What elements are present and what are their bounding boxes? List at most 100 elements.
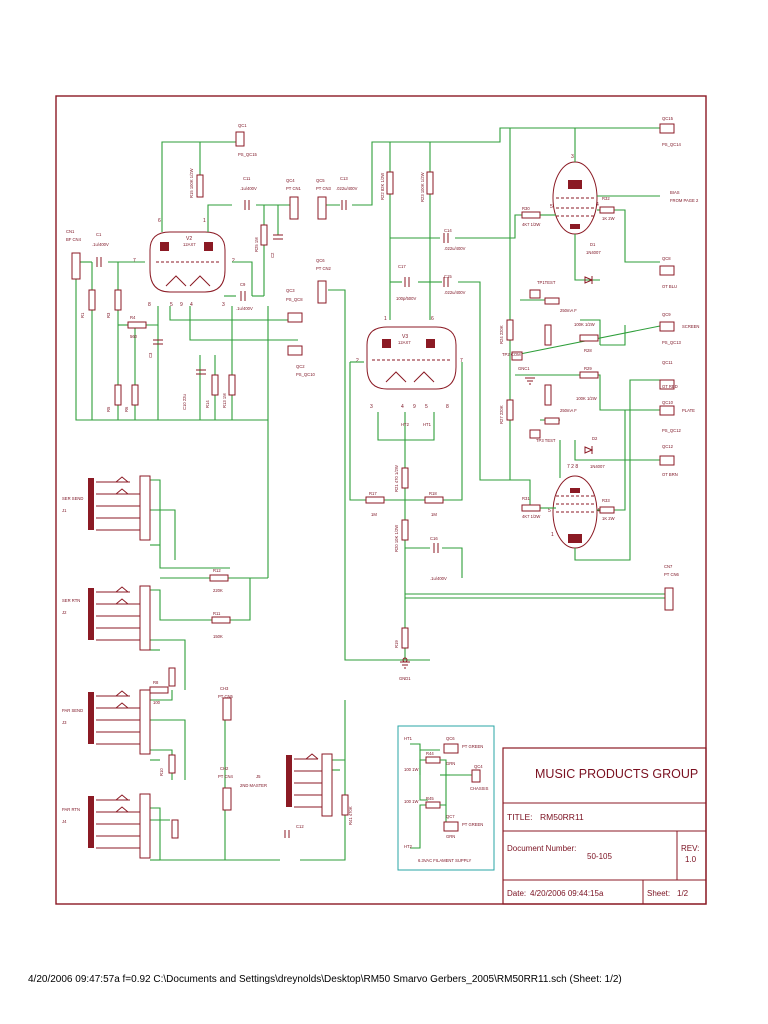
- svg-text:3: 3: [571, 154, 574, 160]
- svg-text:9: 9: [413, 404, 416, 410]
- label-d1: D1: [590, 242, 596, 247]
- svg-text:6: 6: [431, 316, 434, 322]
- label-gnc1: GNC1: [518, 366, 530, 371]
- label-fs_qc7: QC7: [446, 814, 455, 819]
- label-fs_r44v: 100 1W: [404, 767, 418, 772]
- label-fs_qc4: QC4: [474, 764, 483, 769]
- rev-label: REV:: [681, 844, 699, 853]
- label-qc2b: PS_QC10: [296, 372, 316, 377]
- label-j3: PAR SEND: [62, 708, 83, 713]
- label-r8: R8: [153, 680, 159, 685]
- filament-supply-box: [397, 725, 495, 871]
- svg-text:5: 5: [170, 302, 173, 308]
- label-r29: R29: [584, 366, 592, 371]
- label-r4v: 560: [130, 334, 138, 339]
- label-c3: C3: [148, 352, 153, 358]
- label-c13v: .022u/400V: [336, 186, 358, 191]
- docnum-label: Document Number:: [507, 844, 576, 853]
- label-qc2: QC2: [296, 364, 305, 369]
- label-r19: R19: [394, 640, 399, 648]
- label-c14: C14: [444, 228, 452, 233]
- label-gnd1: GND1: [399, 676, 411, 681]
- svg-text:1: 1: [384, 316, 387, 322]
- label-qc11b: OT RED: [662, 384, 678, 389]
- label-c16: C16: [430, 536, 438, 541]
- label-tp3: TP3 TEST: [536, 438, 556, 443]
- label-ma1: 250mA F: [560, 308, 577, 313]
- svg-text:3: 3: [370, 404, 373, 410]
- svg-text:4: 4: [597, 508, 600, 514]
- label-qc10: QC10: [662, 400, 674, 405]
- label-fs_r44: R44: [426, 751, 434, 756]
- label-qc3b: PS_QC8: [286, 297, 303, 302]
- label-fs_title: 6.3VAC FILAMENT SUPPLY: [418, 858, 471, 863]
- rev-value: 1.0: [685, 855, 697, 864]
- svg-text:4: 4: [596, 202, 599, 208]
- label-j2: SER RTN: [62, 598, 80, 603]
- label-qc12: QC12: [662, 444, 674, 449]
- label-c15: C15: [444, 274, 452, 279]
- svg-text:2: 2: [232, 258, 235, 264]
- label-cn1: CN1: [66, 229, 75, 234]
- label-r11: R11: [213, 611, 221, 616]
- label-r21: R21 470 1/2W: [394, 465, 399, 492]
- v3-type: 12AX7: [398, 340, 411, 345]
- label-fs_grn2: GRN: [446, 834, 455, 839]
- label-j1b: J1: [62, 508, 67, 513]
- svg-text:5: 5: [425, 404, 428, 410]
- label-r17: R17: [369, 491, 377, 496]
- label-r23: R23 100K 1/2W: [420, 172, 425, 202]
- label-j5b: 2ND MASTER: [240, 783, 267, 788]
- label-r24: R24 220K: [499, 325, 504, 344]
- svg-text:5: 5: [548, 508, 551, 514]
- label-c17: C17: [398, 264, 406, 269]
- jack-j4: [88, 793, 151, 859]
- label-qc10b: PS_QC12: [662, 428, 682, 433]
- label-fs_chassis: CHASSIS: [470, 786, 489, 791]
- label-c14v: .022u/400V: [444, 246, 466, 251]
- label-r15: R15 100K 1/2W: [189, 168, 194, 198]
- label-fs_ht2: HT2: [404, 844, 413, 849]
- label-qc3: QC3: [286, 288, 295, 293]
- sheet-label: Sheet:: [647, 889, 670, 898]
- label-r14: R14: [205, 400, 210, 408]
- date-label: Date:: [507, 889, 526, 898]
- label-r33v: 1K 2W: [602, 516, 615, 521]
- label-r20: R20 10K 1/2W: [394, 525, 399, 552]
- label-r25: R25 1M: [254, 237, 259, 252]
- label-r6: R6: [124, 406, 129, 412]
- label-r10: R10: [159, 768, 164, 776]
- label-fs_r45v: 100 1W: [404, 799, 418, 804]
- label-r12v: 220K: [213, 588, 223, 593]
- label-r33: R33: [602, 498, 610, 503]
- component-labels: QC1 PS_QC15 C11 .1u/400V R15 100K 1/2W C…: [62, 116, 699, 863]
- label-qc9b: PS_QC13: [662, 340, 682, 345]
- label-d2v: 1N4007: [590, 464, 605, 469]
- label-c11: C11: [243, 176, 251, 181]
- svg-text:7: 7: [460, 358, 463, 364]
- svg-text:4: 4: [190, 302, 193, 308]
- label-qc1_ps: PS_QC15: [238, 152, 258, 157]
- label-r1: R1: [80, 312, 85, 318]
- label-r30: R30: [522, 206, 530, 211]
- label-r32v: 1K 2W: [602, 216, 615, 221]
- label-qc4b: PT CN1: [286, 186, 301, 191]
- title-value: RM50RR11: [540, 812, 584, 822]
- sheet-value: 1/2: [677, 889, 689, 898]
- label-ht2: HT2: [401, 422, 410, 427]
- label-ma2: 250mA F: [560, 408, 577, 413]
- title-block: MUSIC PRODUCTS GROUP TITLE: RM50RR11 Doc…: [502, 747, 707, 905]
- svg-text:2: 2: [356, 358, 359, 364]
- label-qc11: QC11: [662, 360, 673, 365]
- label-r22: R22 82K 1/2W: [380, 173, 385, 200]
- label-qc15b: PS_QC14: [662, 142, 682, 147]
- label-c17v: 100p/500V: [396, 296, 416, 301]
- label-c11v: .1u/400V: [240, 186, 257, 191]
- sheet-border: [55, 95, 707, 905]
- svg-text:3: 3: [222, 302, 225, 308]
- v2-ref: V2: [186, 236, 192, 242]
- label-r13: R13 1M: [222, 393, 227, 408]
- label-plate: PLATE: [682, 408, 695, 413]
